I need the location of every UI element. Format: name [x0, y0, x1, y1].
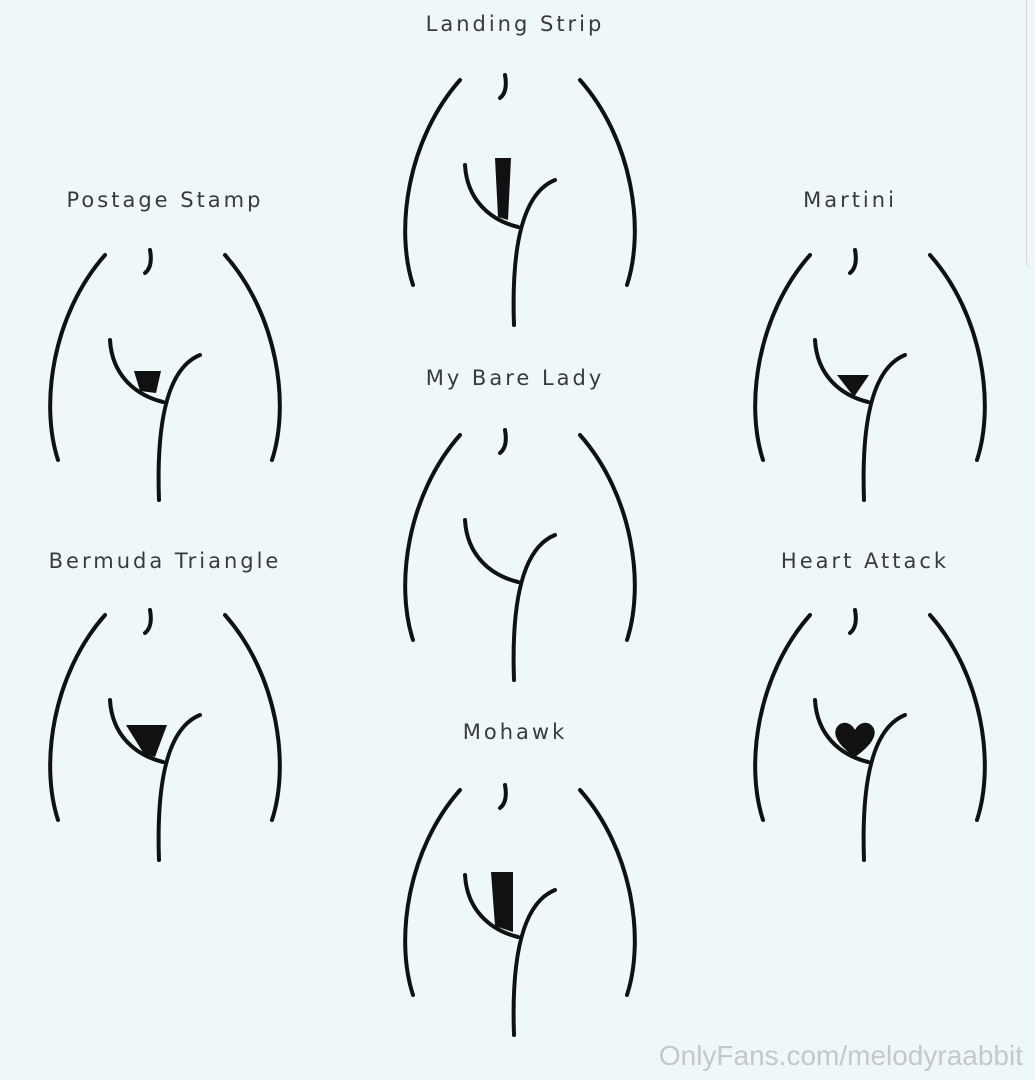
left-hip-line: [403, 788, 462, 997]
hair-shape-strip: [495, 158, 511, 220]
left-groin-line: [463, 873, 520, 939]
hair-shape-postage: [134, 371, 161, 393]
right-groin-line: [511, 888, 557, 1037]
navel-line: [498, 783, 508, 810]
left-groin-line: [108, 338, 165, 404]
right-groin-line: [156, 353, 202, 502]
body-outline: [403, 428, 637, 682]
body-outline: [48, 608, 282, 862]
hair-shape-mohawk: [491, 872, 513, 932]
left-groin-line: [463, 518, 520, 584]
right-hip-line: [928, 613, 987, 822]
navel-line: [143, 248, 153, 275]
left-hip-line: [48, 253, 107, 462]
right-hip-line: [928, 253, 987, 462]
figure-heart-attack: [745, 605, 995, 865]
label-mohawk: Mohawk: [462, 720, 568, 744]
label-bermuda-triangle: Bermuda Triangle: [48, 549, 282, 573]
left-groin-line: [463, 163, 520, 229]
watermark: OnlyFans.com/melodyraabbit: [658, 1040, 1023, 1071]
body-outline: [48, 248, 282, 502]
left-groin-line: [813, 338, 870, 404]
body-outline: [403, 783, 637, 1037]
left-hip-line: [753, 253, 812, 462]
navel-line: [498, 428, 508, 455]
label-heart-attack: Heart Attack: [780, 549, 950, 573]
figure-landing-strip: [395, 70, 645, 330]
figure-martini: [745, 245, 995, 505]
left-hip-line: [403, 78, 462, 287]
left-groin-line: [813, 698, 870, 764]
right-groin-line: [861, 353, 907, 502]
right-hip-line: [578, 433, 637, 642]
right-hip-line: [223, 613, 282, 822]
left-hip-line: [753, 613, 812, 822]
hair-shape-heart: [835, 722, 875, 757]
figure-my-bare-lady: [395, 425, 645, 685]
left-hip-line: [403, 433, 462, 642]
hair-shape-martini: [837, 375, 869, 397]
navel-line: [848, 608, 858, 635]
figure-mohawk: [395, 780, 645, 1040]
right-hip-line: [578, 788, 637, 997]
left-groin-line: [108, 698, 165, 764]
label-my-bare-lady: My Bare Lady: [425, 366, 605, 390]
body-outline: [753, 608, 987, 862]
right-hip-line: [223, 253, 282, 462]
figure-bermuda-triangle: [40, 605, 290, 865]
figure-postage-stamp: [40, 245, 290, 505]
right-hip-line: [578, 78, 637, 287]
right-groin-line: [861, 713, 907, 862]
navel-line: [143, 608, 153, 635]
window-edge: [1026, 0, 1035, 270]
left-hip-line: [48, 613, 107, 822]
navel-line: [848, 248, 858, 275]
right-groin-line: [511, 178, 557, 327]
right-groin-line: [156, 713, 202, 862]
label-martini: Martini: [803, 188, 897, 212]
label-landing-strip: Landing Strip: [425, 12, 605, 36]
label-postage-stamp: Postage Stamp: [66, 188, 264, 212]
hair-shape-bermuda: [126, 725, 167, 757]
right-groin-line: [511, 533, 557, 682]
body-outline: [753, 248, 987, 502]
navel-line: [498, 73, 508, 100]
body-outline: [403, 73, 637, 327]
